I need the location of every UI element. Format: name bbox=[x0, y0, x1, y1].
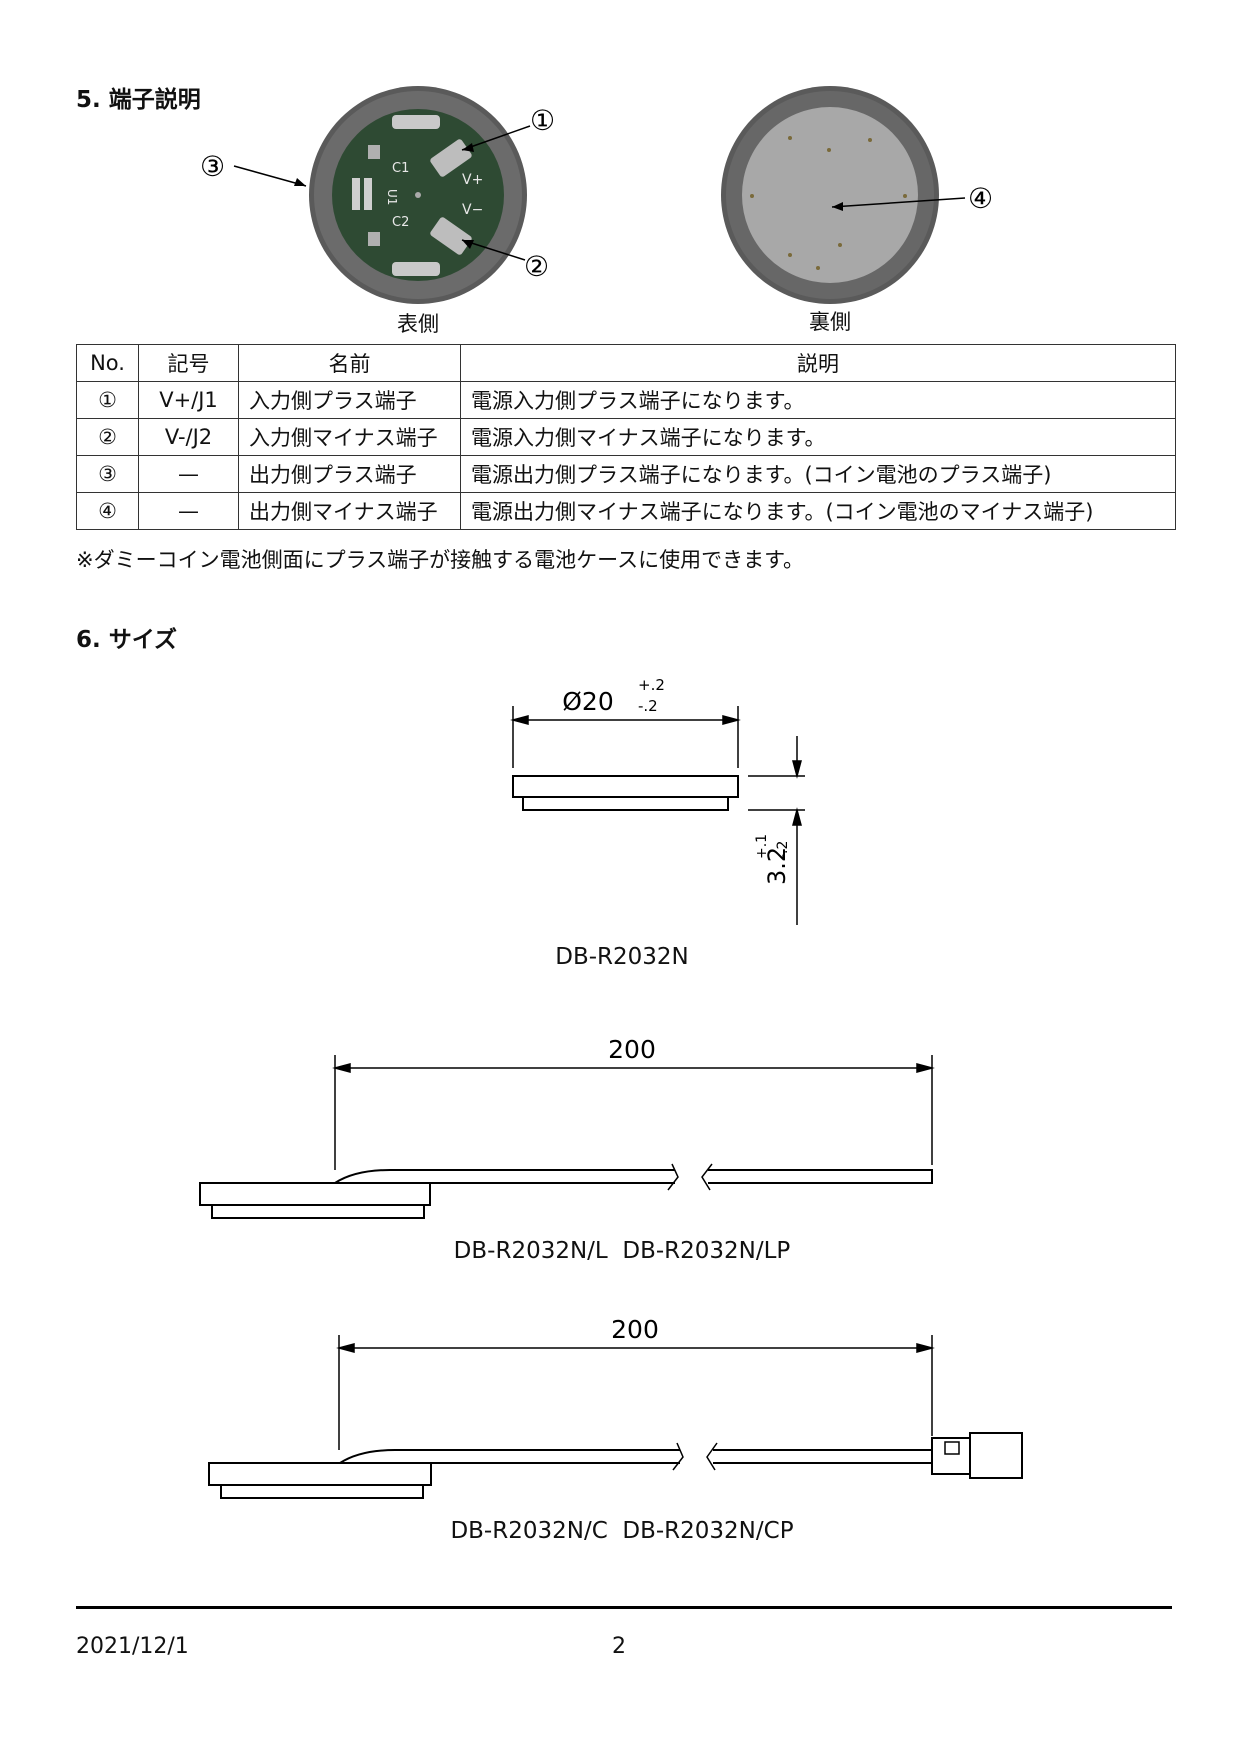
front-side-photo: C1 C2 U1 V+ V− ① ② ③ bbox=[200, 86, 555, 304]
cell-name: 入力側マイナス端子 bbox=[238, 418, 461, 456]
back-caption: 裏側 bbox=[809, 310, 851, 334]
cell-name: 出力側マイナス端子 bbox=[238, 492, 461, 530]
dim-diameter: Ø20 bbox=[562, 687, 614, 716]
footer-page-number: 2 bbox=[612, 1634, 626, 1659]
footer-date: 2021/12/1 bbox=[76, 1634, 189, 1659]
cell-no: ③ bbox=[76, 455, 139, 493]
pcb-label-c2: C2 bbox=[392, 215, 409, 230]
dim-length-l: 200 bbox=[608, 1035, 656, 1064]
cell-no: ② bbox=[76, 418, 139, 456]
header-no: No. bbox=[76, 344, 139, 382]
dim-diameter-tol-plus: +.2 bbox=[638, 676, 665, 694]
cell-name: 入力側プラス端子 bbox=[238, 381, 461, 419]
drawing-db-r2032n-l bbox=[199, 1055, 935, 1219]
section-title-size: 6. サイズ bbox=[76, 627, 178, 653]
header-symbol: 記号 bbox=[138, 344, 239, 382]
cell-description: 電源出力側マイナス端子になります。(コイン電池のマイナス端子) bbox=[460, 492, 1176, 530]
caption-db-r2032n-c: DB-R2032N/C DB-R2032N/CP bbox=[450, 1518, 794, 1544]
front-caption: 表側 bbox=[397, 312, 439, 336]
usage-note: ※ダミーコイン電池側面にプラス端子が接触する電池ケースに使用できます。 bbox=[76, 548, 805, 572]
back-side-photo: ④ bbox=[721, 86, 993, 304]
cell-description: 電源出力側プラス端子になります。(コイン電池のプラス端子) bbox=[460, 455, 1176, 493]
drawing-db-r2032n-c bbox=[208, 1335, 1023, 1499]
drawing-db-r2032n bbox=[510, 706, 805, 925]
pcb-label-vplus: V+ bbox=[462, 172, 483, 188]
terminal-table: No. 記号 名前 説明 ① V+/J1 入力側プラス端子 電源入力側プラス端子… bbox=[76, 344, 1176, 530]
table-row: ④ — 出力側マイナス端子 電源出力側マイナス端子になります。(コイン電池のマイ… bbox=[76, 492, 1176, 530]
cell-symbol: — bbox=[138, 455, 239, 493]
marker-2: ② bbox=[524, 250, 549, 283]
caption-db-r2032n-l: DB-R2032N/L DB-R2032N/LP bbox=[453, 1238, 791, 1264]
cell-symbol: — bbox=[138, 492, 239, 530]
pcb-label-u1: U1 bbox=[385, 189, 399, 205]
table-row: ② V-/J2 入力側マイナス端子 電源入力側マイナス端子になります。 bbox=[76, 418, 1176, 456]
footer-rule bbox=[76, 1606, 1172, 1609]
pcb-label-vminus: V− bbox=[462, 202, 483, 218]
dim-thickness-tol-plus: +.1 bbox=[754, 834, 770, 859]
pcb-label-c1: C1 bbox=[392, 161, 409, 176]
cell-symbol: V-/J2 bbox=[138, 418, 239, 456]
marker-3: ③ bbox=[200, 150, 225, 183]
dim-thickness: 3.2 bbox=[763, 847, 791, 885]
dim-thickness-tol-minus: -.2 bbox=[775, 841, 791, 859]
terminal-photos: C1 C2 U1 V+ V− ① ② ③ ④ bbox=[200, 86, 993, 304]
dim-diameter-tol-minus: -.2 bbox=[638, 697, 658, 715]
table-header-row: No. 記号 名前 説明 bbox=[76, 344, 1176, 382]
marker-4: ④ bbox=[968, 182, 993, 215]
dimension-drawings: Ø20 +.2 -.2 3.2 +.1 -.2 200 200 bbox=[199, 676, 1023, 1499]
cell-no: ④ bbox=[76, 492, 139, 530]
dim-length-c: 200 bbox=[611, 1315, 659, 1344]
caption-db-r2032n: DB-R2032N bbox=[555, 944, 689, 970]
marker-1: ① bbox=[530, 104, 555, 137]
section-title-terminals: 5. 端子説明 bbox=[76, 87, 201, 113]
header-name: 名前 bbox=[238, 344, 461, 382]
